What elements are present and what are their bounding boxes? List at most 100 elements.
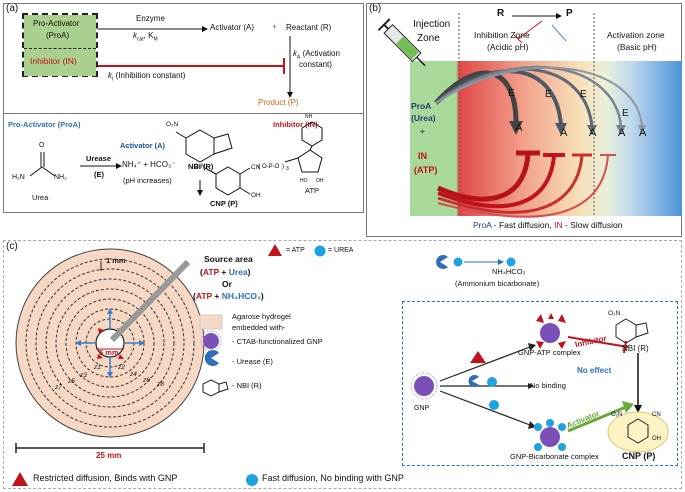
nh4-label: NH₄⁺ + HCO₃⁻: [122, 160, 176, 169]
zone-z1: z1: [94, 364, 101, 371]
svg-text:HO: HO: [300, 178, 308, 184]
panel-c-label: (c): [6, 241, 18, 252]
cnp-c-o2n: O₂N: [611, 412, 623, 418]
proa-b-label: ProA: [411, 101, 432, 111]
svg-text:NH: NH: [305, 114, 313, 120]
panel-a-arrows: [98, 26, 293, 98]
nbi-c-label: - NBI (R): [232, 381, 262, 390]
source-plus: +: [219, 267, 229, 277]
urease-label: Urease: [86, 154, 112, 163]
a-label-1: A: [515, 122, 523, 134]
ka-k: k: [293, 49, 297, 58]
urease-e: (E): [94, 170, 104, 179]
e-label-2: E: [545, 89, 552, 100]
basic-label: (Basic pH): [617, 42, 657, 52]
panel-b-graphic: [377, 13, 682, 218]
panel-b-label: (b): [369, 3, 382, 14]
source-urea: Urea: [228, 267, 248, 277]
panel-a-label: (a): [6, 3, 19, 14]
panel-a: [3, 3, 364, 213]
zone-z7: z7: [55, 384, 62, 391]
gnp-reaction-graphic: [410, 313, 669, 453]
gnp-atp-label: GNP-ATP complex: [518, 348, 581, 357]
a-label-4: A: [618, 127, 626, 139]
inhibitor-title: Inhibitor (IN): [273, 120, 318, 129]
ka-sub: A: [297, 54, 301, 61]
zone-label: Zone: [417, 33, 440, 44]
source-area-title: Source area: [204, 254, 253, 264]
source-atp: ATP: [202, 267, 220, 277]
e-label-3: E: [580, 89, 587, 100]
footer-proa: ProA: [473, 220, 492, 230]
proa-box-fill: [24, 15, 96, 48]
ki-text: (Inhibition constant): [113, 71, 186, 80]
ka-text: (Activation: [300, 49, 340, 58]
plus-sign: +: [272, 22, 278, 32]
nbi-o2n: O₂N: [166, 121, 179, 128]
inhibition-zone-label: Inhibition Zone: [474, 30, 530, 40]
injection-label: Injection: [413, 19, 451, 30]
cnp-cn: CN: [251, 164, 261, 171]
zone-z5: z5: [68, 378, 75, 385]
cnp-oh: OH: [251, 192, 261, 199]
ki-k: k: [108, 71, 112, 80]
source-mix-1: (ATP + Urea): [200, 267, 251, 277]
cnp-c-oh: OH: [652, 436, 661, 442]
urea-h2n: H₂N: [12, 174, 25, 181]
p-label: P: [566, 8, 573, 19]
legend-shapes: [12, 244, 516, 486]
proa-title: Pro-Activator (ProA): [8, 120, 81, 129]
agarose-label: Agarose hydrogel: [232, 312, 291, 321]
ammonium-label: (Ammonium bicarbonate): [455, 279, 540, 288]
nbi-c-r: NBI (R): [622, 344, 649, 353]
eq-urea: = UREA: [328, 247, 354, 254]
plus-b-label: +: [420, 126, 425, 136]
km-sub: M: [153, 36, 158, 43]
zone-z8: z8: [157, 381, 164, 388]
e-label-4: E: [622, 108, 629, 119]
enzyme-label: Enzyme: [136, 14, 165, 23]
reactant-label: Reactant (R): [286, 23, 332, 32]
e-label-1: E: [508, 88, 515, 99]
nbi-label: NBI (R): [188, 162, 214, 171]
eq-atp: = ATP: [286, 247, 305, 254]
zone-z2: z2: [118, 364, 125, 371]
nh4hco3-label: NH₄HCO₃: [492, 267, 526, 276]
a-label-3: A: [589, 127, 597, 139]
in-box-label: Inhibitor (IN): [30, 56, 77, 66]
panel-b-footer: ProA - Fast diffusion, IN - Slow diffusi…: [473, 220, 623, 230]
ph-increase: (pH increases): [123, 176, 172, 185]
gnp-bicarb-label: GNP-Bicarbonate complex: [510, 452, 599, 461]
nbi-c-o2n: O₂N: [608, 310, 621, 317]
kcat-label: kcat, KM: [133, 31, 158, 43]
acidic-label: (Acidic pH): [487, 42, 529, 52]
hydrogel-disk: [15, 248, 205, 453]
gnp-label: GNP: [414, 405, 430, 412]
activator-title: Activator (A): [120, 141, 166, 150]
panel-a-chemistry: ( O-P-O ) 3 HO OH NH: [29, 114, 324, 196]
source2-nh4: NH₄HCO₃: [221, 291, 261, 301]
panel-c: [3, 240, 682, 489]
activator-label: Activator (A): [210, 23, 255, 32]
proa-box-label: Pro-Activator: [33, 19, 80, 28]
urea-b-label: (Urea): [411, 113, 436, 123]
urea-nh2: NH₂: [54, 174, 67, 181]
ki-sub: I: [112, 76, 114, 83]
ki-label: kI (Inhibition constant): [108, 71, 186, 83]
ctab-label: - CTAB-functionalized GNP: [232, 337, 323, 346]
proa-box-abbr: (ProA): [46, 31, 70, 40]
footer-slow: - Slow diffusion: [562, 220, 623, 230]
urea-label: Urea: [32, 193, 49, 202]
one-mm-label: 1 mm: [106, 256, 126, 265]
ka-label: kA (Activation: [293, 49, 340, 61]
five-mm-label: 5 mm: [99, 348, 119, 357]
atp-b-label: (ATP): [414, 165, 438, 175]
no-binding-label: No binding: [530, 381, 566, 390]
urease-c-label: - Urease (E): [232, 357, 273, 366]
kcat-sub: cat: [137, 36, 144, 43]
proa-in-box: Pro-Activator (ProA) Inhibitor (IN): [22, 13, 98, 77]
svg-text:O-P-O: O-P-O: [262, 164, 280, 170]
footer-fast: - Fast diffusion,: [491, 220, 555, 230]
cnp-o2n: O₂N: [194, 164, 206, 170]
embedded-label: embedded with-: [232, 323, 286, 332]
